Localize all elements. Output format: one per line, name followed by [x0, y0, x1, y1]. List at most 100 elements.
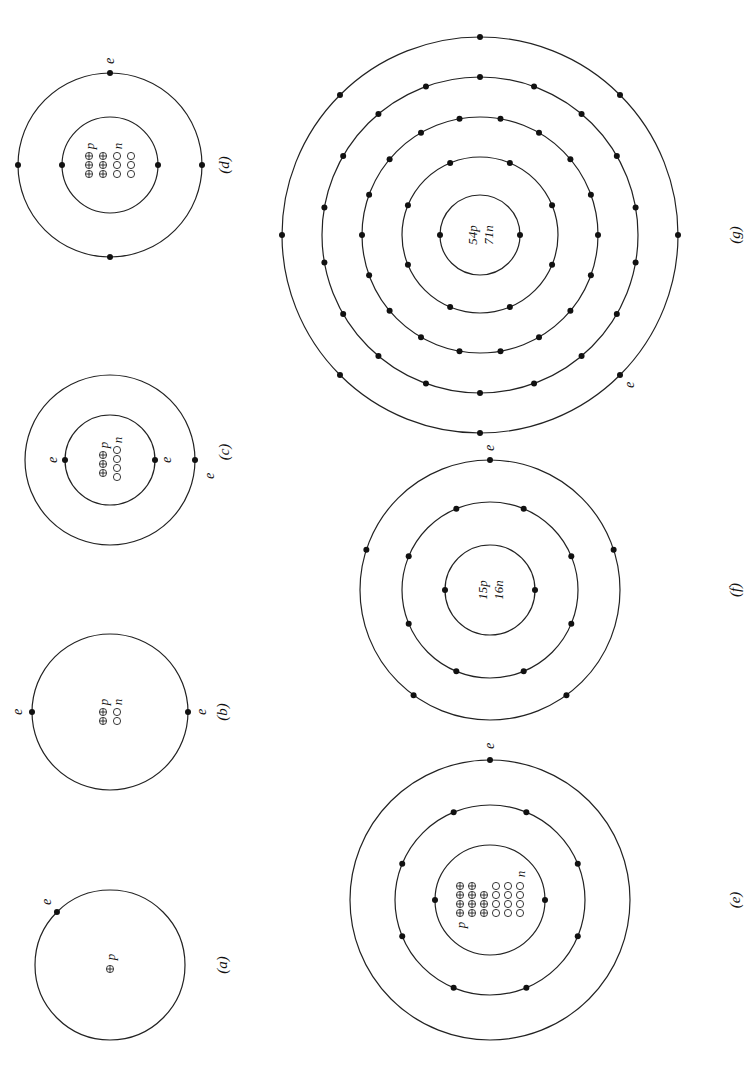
proton-plus: [100, 470, 106, 476]
electron-dot: [507, 304, 513, 310]
electron-dot: [633, 259, 639, 265]
electron-dot: [563, 692, 569, 698]
electron-dot: [477, 430, 483, 436]
electron-dot: [575, 861, 581, 867]
electron-dot: [451, 985, 457, 991]
electron-dot: [588, 272, 594, 278]
proton-plus: [107, 966, 113, 972]
atom: [360, 457, 620, 720]
electron-dot: [588, 192, 594, 198]
particle-circle: [127, 152, 134, 159]
particle-circle: [480, 909, 487, 916]
electron-dot: [517, 232, 523, 238]
nucleus-count: 71n: [482, 225, 495, 245]
proton-plus: [100, 461, 106, 467]
electron-dot: [107, 254, 113, 260]
neutron-symbol: [113, 464, 120, 471]
electron-dot: [340, 153, 346, 159]
electron-dot: [366, 192, 372, 198]
proton-symbol: [99, 451, 106, 458]
neutron-symbol: [113, 161, 120, 168]
electron-dot: [507, 160, 513, 166]
particle-circle: [492, 900, 499, 907]
atom: [15, 70, 205, 260]
electron-label: e: [40, 899, 54, 905]
particle-circle: [504, 891, 511, 898]
proton-plus: [481, 910, 487, 916]
particle-circle: [99, 717, 106, 724]
electron-dot: [423, 380, 429, 386]
particle-circle: [113, 708, 120, 715]
electron-label: e: [11, 709, 25, 715]
proton-symbol: [99, 708, 106, 715]
atom-caption: (g): [728, 226, 743, 244]
particle-circle: [99, 708, 106, 715]
electron-dot: [418, 334, 424, 340]
particle-circle: [99, 170, 106, 177]
particle-circle: [468, 909, 475, 916]
neutron-symbol: [113, 473, 120, 480]
electron-orbit: [18, 73, 202, 257]
electron-orbit: [282, 37, 678, 433]
particle-label: n: [111, 699, 124, 706]
neutron-symbol: [113, 708, 120, 715]
neutron-symbol: [113, 446, 120, 453]
electron-dot: [477, 74, 483, 80]
proton-symbol: [468, 882, 475, 889]
neutron-symbol: [504, 909, 511, 916]
particle-circle: [516, 882, 523, 889]
proton-plus: [457, 883, 463, 889]
particle-circle: [113, 464, 120, 471]
neutron-symbol: [113, 152, 120, 159]
proton-plus: [100, 709, 106, 715]
electron-dot: [59, 162, 65, 168]
neutron-symbol: [504, 891, 511, 898]
particle-circle: [468, 882, 475, 889]
neutron-symbol: [504, 900, 511, 907]
particle-label: n: [111, 143, 124, 150]
particle-circle: [99, 161, 106, 168]
proton-plus: [100, 718, 106, 724]
electron-dot: [54, 909, 60, 915]
electron-dot: [321, 205, 327, 211]
proton-plus: [481, 892, 487, 898]
atom-caption: (e): [728, 892, 743, 909]
atom-caption: (b): [215, 703, 230, 721]
electron-dot: [532, 587, 538, 593]
electron-dot: [340, 311, 346, 317]
particle-circle: [85, 161, 92, 168]
electron-dot: [611, 547, 617, 553]
electron-label: e: [160, 457, 174, 463]
particle-label: n: [514, 871, 527, 878]
electron-dot: [399, 861, 405, 867]
proton-plus: [100, 452, 106, 458]
electron-dot: [521, 506, 527, 512]
electron-dot: [531, 84, 537, 90]
particle-circle: [480, 900, 487, 907]
electron-dot: [152, 457, 158, 463]
electron-dot: [497, 116, 503, 122]
proton-symbol: [99, 469, 106, 476]
proton-plus: [457, 892, 463, 898]
electron-orbit: [395, 805, 585, 995]
electron-dot: [279, 232, 285, 238]
electron-dot: [457, 348, 463, 354]
particle-circle: [456, 891, 463, 898]
neutron-symbol: [492, 891, 499, 898]
electron-dot: [568, 553, 574, 559]
neutron-symbol: [492, 882, 499, 889]
electron-dot: [406, 553, 412, 559]
particle-circle: [468, 891, 475, 898]
electron-dot: [536, 130, 542, 136]
electron-label: e: [623, 382, 637, 388]
electron-dot: [487, 757, 493, 763]
proton-symbol: [480, 891, 487, 898]
neutron-symbol: [127, 152, 134, 159]
particle-circle: [113, 473, 120, 480]
electron-orbit: [402, 157, 558, 313]
particle-circle: [85, 170, 92, 177]
particle-circle: [456, 882, 463, 889]
atom-caption: (a): [215, 956, 230, 974]
electron-dot: [617, 92, 623, 98]
neutron-symbol: [492, 900, 499, 907]
